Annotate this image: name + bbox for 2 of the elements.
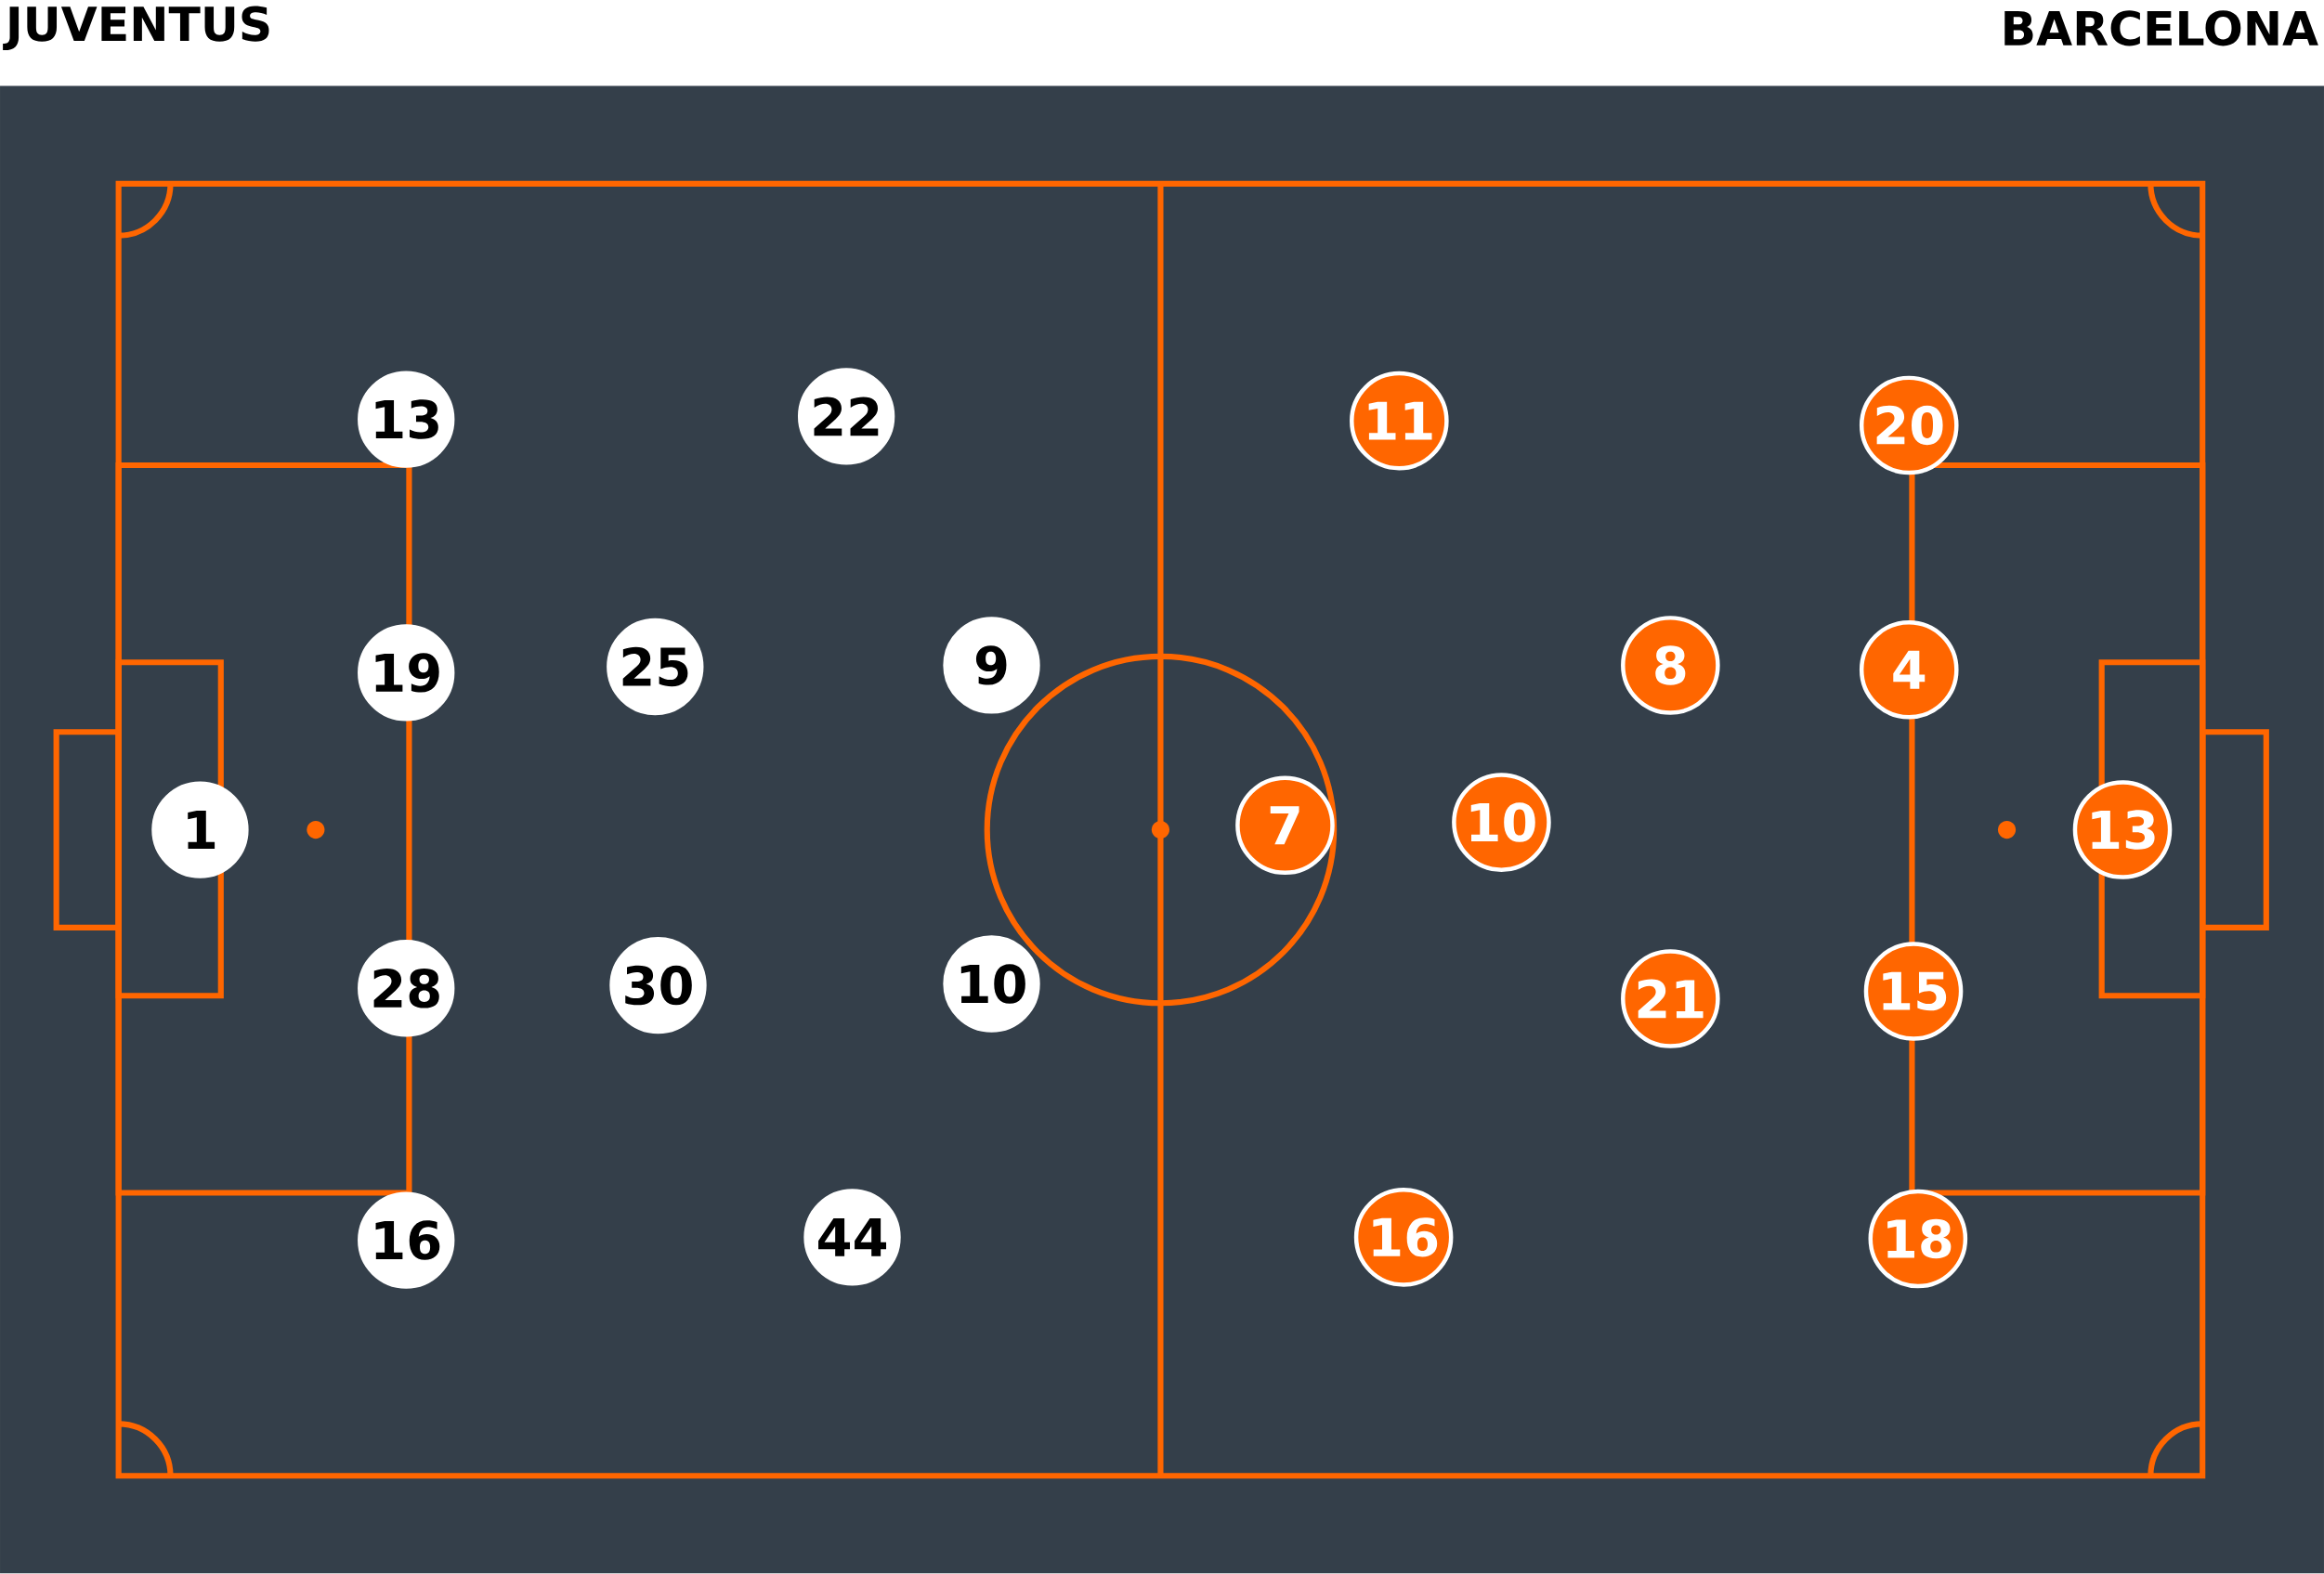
team-name: BARCELONA <box>2004 10 2318 46</box>
team-name: JUVENTUS <box>3 6 269 51</box>
